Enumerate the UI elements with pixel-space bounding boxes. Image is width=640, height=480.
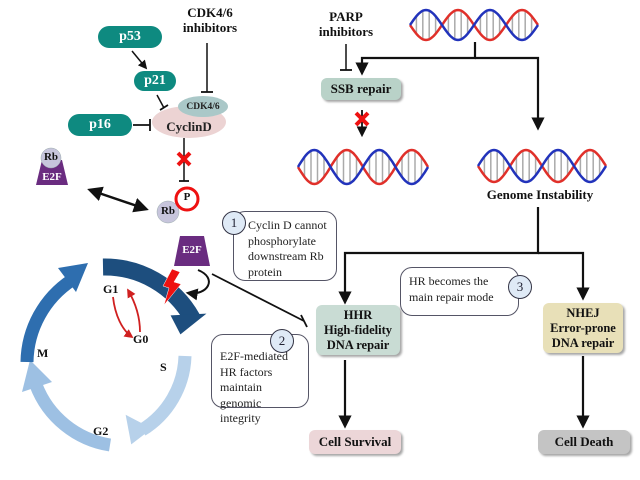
dna-strand-blue [296,148,430,186]
dna-helix-top [408,8,540,42]
phase-g1: G1 [103,282,119,296]
cell-survival-box: Cell Survival [309,430,401,454]
hhr-box: HHR High-fidelity DNA repair [316,305,400,355]
dna-helix-instability [476,148,608,184]
dna-strand-blue [408,8,540,42]
dna-to-ssb-arrow [355,42,477,76]
cell-death-label: Cell Death [554,434,614,450]
phase-m: M [37,346,49,360]
note-2-number: 2 [270,329,294,353]
e2f-activation-arrow [185,269,210,301]
note-3: HR becomes the main repair mode [400,267,519,316]
nhej-line1: NHEJ [566,305,600,320]
p16-node: p16 [68,114,132,136]
g0-to-g1-arrow [127,288,141,333]
parp-inhibitors-line2: inhibitors [318,23,374,39]
rb-free-circle [156,200,180,224]
ssb-repair-label: SSB repair [330,81,392,97]
e2f-inhibits-hhr [211,273,305,322]
hhr-line1: HHR [343,307,373,322]
phase-g2: G2 [93,424,109,438]
genome-instability-label: Genome Instability [486,187,594,202]
e2f-label-free: E2F [182,244,202,256]
cdk-inhibitors-label: CDK4/6 inhibitors [170,5,250,36]
phase-g0: G0 [133,332,149,346]
block-x-icon [354,111,370,127]
parp-inhibitors-label: PARP inhibitors [306,9,386,40]
nhej-line3: DNA repair [551,335,615,350]
instability-to-hhr-arrow [338,207,540,305]
parp-inhibitors-line1: PARP [329,9,363,24]
cyclin-d-label: CyclinD [166,119,212,134]
rb-label-complex: Rb [43,151,59,163]
cdk-inhibitors-line1: CDK4/6 [187,5,233,20]
cycle-arrow-g2-m [29,382,112,452]
note-2: E2F-mediated HR factors maintain genomic… [211,334,309,425]
block-x-icon [176,151,192,167]
note-1: Cyclin D cannot phosphorylate downstream… [233,211,337,281]
e2f-label-complex: E2F [42,171,62,183]
cell-death-box: Cell Death [538,430,630,454]
cycle-arrow-m-g1 [20,274,76,363]
ssb-repair-box: SSB repair [321,78,401,100]
rb-e2f-equilibrium-arrow [87,186,149,213]
note-1-number: 1 [222,211,246,235]
hhr-line2: High-fidelity [323,322,393,337]
dna-to-instability-arrow [475,56,545,131]
e2f-shape [36,160,68,185]
p21-inhibits-cyclin [156,94,165,109]
hhr-line3: DNA repair [326,337,390,352]
cdk46-node: CDK4/6 [178,96,228,117]
rb-e2f-complex [36,147,68,185]
instability-to-nhej-arrow [538,251,590,301]
note-3-number: 3 [508,275,532,299]
e2f-free-shape [174,236,210,266]
p21-node: p21 [134,71,176,91]
phase-s: S [160,360,167,374]
cycle-arrow-g1-s [102,258,200,323]
nhej-box: NHEJ Error-prone DNA repair [543,303,623,353]
phosphate-circle [174,186,200,212]
nhej-line2: Error-prone [550,320,616,335]
p53-to-p21-arrow [131,50,148,70]
rb-label-free: Rb [160,205,176,217]
lightning-icon [162,268,182,306]
dna-strand-blue [476,148,608,184]
rb-circle [40,147,62,169]
cdk-inhibitors-line2: inhibitors [182,19,238,35]
cdk46-label: CDK4/6 [186,101,220,112]
g1-to-g0-arrow [112,296,134,339]
dna-helix-broken [296,148,430,186]
cell-survival-label: Cell Survival [318,434,392,450]
phosphate-label: P [183,191,191,203]
cycle-arrow-s-g2 [138,355,192,436]
p53-node: p53 [98,26,162,48]
cell-cycle-ring [20,258,207,452]
